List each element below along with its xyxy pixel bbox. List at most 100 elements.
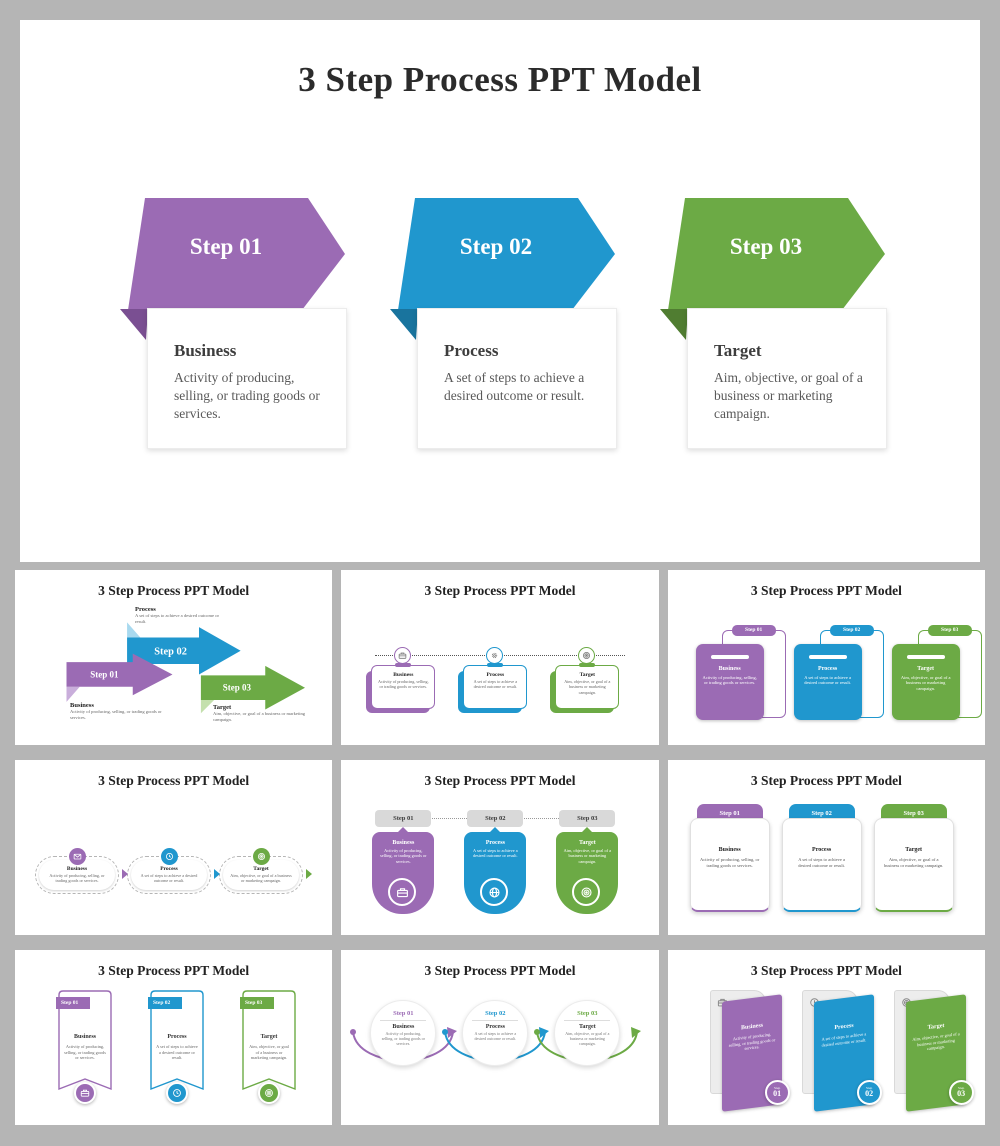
briefcase-icon bbox=[74, 1082, 96, 1104]
step-banner-label: Step 03 bbox=[729, 234, 803, 259]
step-card-title: Process bbox=[444, 341, 499, 360]
gear-icon bbox=[486, 647, 504, 664]
thumbnail-tab-cards-slide[interactable]: 3 Step Process PPT Model Step 01 Step 02… bbox=[667, 760, 985, 935]
step-banner-label: Step 02 bbox=[459, 234, 533, 259]
thumb-title: 3 Step Process PPT Model bbox=[750, 773, 902, 788]
thumb-title: 3 Step Process PPT Model bbox=[424, 963, 576, 978]
ribbon-card-process: Step 02 Process A set of steps to achiev… bbox=[148, 990, 204, 1112]
clock-icon bbox=[166, 1082, 188, 1104]
step-card-title: Target bbox=[714, 341, 762, 360]
thumb-title: 3 Step Process PPT Model bbox=[98, 963, 250, 978]
step-ribbon: Step 02 bbox=[148, 997, 182, 1009]
arrow-step-label: Step 02 bbox=[154, 647, 187, 658]
thumb-title: 3 Step Process PPT Model bbox=[750, 583, 902, 598]
step-banner-label: Step 01 bbox=[189, 234, 263, 259]
step-banner-arrow bbox=[128, 198, 345, 310]
step-header: Step 01 bbox=[375, 810, 432, 827]
process-step-column-3: Step 03 Target Aim, objective, or goal o… bbox=[660, 198, 890, 478]
globe-icon bbox=[480, 878, 509, 906]
briefcase-icon bbox=[388, 878, 417, 906]
briefcase-icon bbox=[394, 647, 412, 664]
step-card-desc: Aim, objective, or goal of a business or… bbox=[714, 370, 863, 421]
step-card-desc: Activity of producing, selling, or tradi… bbox=[174, 370, 320, 421]
step-badge: Step 01 bbox=[731, 625, 776, 636]
slide-thumbnail-grid: 3 Step Process PPT Model Step 02 Step 01… bbox=[15, 570, 985, 1125]
step-badge: Step 03 bbox=[927, 625, 972, 636]
thumb-title: 3 Step Process PPT Model bbox=[98, 773, 250, 788]
arrow-step-label: Step 03 bbox=[223, 683, 252, 693]
ribbon-fold bbox=[660, 309, 688, 340]
main-slide: 3 Step Process PPT Model Step 01 Busines… bbox=[20, 20, 980, 562]
thumbnail-step-headers-slide[interactable]: 3 Step Process PPT Model Step 01 Step 02… bbox=[341, 760, 659, 935]
target-icon bbox=[578, 647, 596, 664]
thumb-title: 3 Step Process PPT Model bbox=[424, 583, 576, 598]
envelope-icon bbox=[69, 848, 86, 865]
target-icon bbox=[258, 1082, 280, 1104]
step-card: Business Activity of producing, selling,… bbox=[147, 308, 347, 449]
step-card-desc: A set of steps to achieve a desired outc… bbox=[444, 370, 585, 403]
clock-icon bbox=[161, 848, 178, 865]
thumb-title: 3 Step Process PPT Model bbox=[424, 773, 576, 788]
thumb-title: 3 Step Process PPT Model bbox=[98, 583, 250, 598]
ribbon-card-target: Step 03 Target Aim, objective, or goal o… bbox=[240, 990, 296, 1112]
thumbnail-arrows-slide[interactable]: 3 Step Process PPT Model Step 02 Step 01… bbox=[15, 570, 333, 745]
process-step-column-1: Step 01 Business Activity of producing, … bbox=[120, 198, 350, 478]
arrow-icon bbox=[122, 869, 128, 879]
step-ribbon: Step 03 bbox=[240, 997, 274, 1009]
target-icon bbox=[572, 878, 601, 906]
step-badge: Step 02 bbox=[829, 625, 874, 636]
step-ribbon: Step 01 bbox=[56, 997, 90, 1009]
ribbon-card-business: Step 01 Business Activity of producing, … bbox=[56, 990, 112, 1112]
arrow-step-label: Step 01 bbox=[90, 669, 119, 679]
process-step-column-2: Step 02 Process A set of steps to achiev… bbox=[390, 198, 620, 478]
ribbon-fold bbox=[120, 309, 148, 340]
arrows-diagram: Step 02 Step 01 Step 03 bbox=[66, 622, 305, 714]
step-banner-arrow bbox=[398, 198, 615, 310]
thumbnail-ribbon-cards-slide[interactable]: 3 Step Process PPT Model Step 01 Busines… bbox=[15, 950, 333, 1125]
step-header: Step 03 bbox=[559, 810, 616, 827]
page-title: 3 Step Process PPT Model bbox=[298, 60, 702, 99]
thumbnail-filled-squares-slide[interactable]: 3 Step Process PPT Model Step 01 Busines… bbox=[667, 570, 985, 745]
ribbon-fold bbox=[390, 309, 418, 340]
target-icon bbox=[253, 848, 270, 865]
step-card: Target Aim, objective, or goal of a busi… bbox=[687, 308, 887, 449]
step-card-title: Business bbox=[174, 341, 237, 360]
step-card: Process A set of steps to achieve a desi… bbox=[417, 308, 617, 449]
step-banner-arrow bbox=[668, 198, 885, 310]
arrow-icon bbox=[214, 869, 220, 879]
arrow-icon bbox=[306, 869, 312, 879]
thumb-title: 3 Step Process PPT Model bbox=[750, 963, 902, 978]
